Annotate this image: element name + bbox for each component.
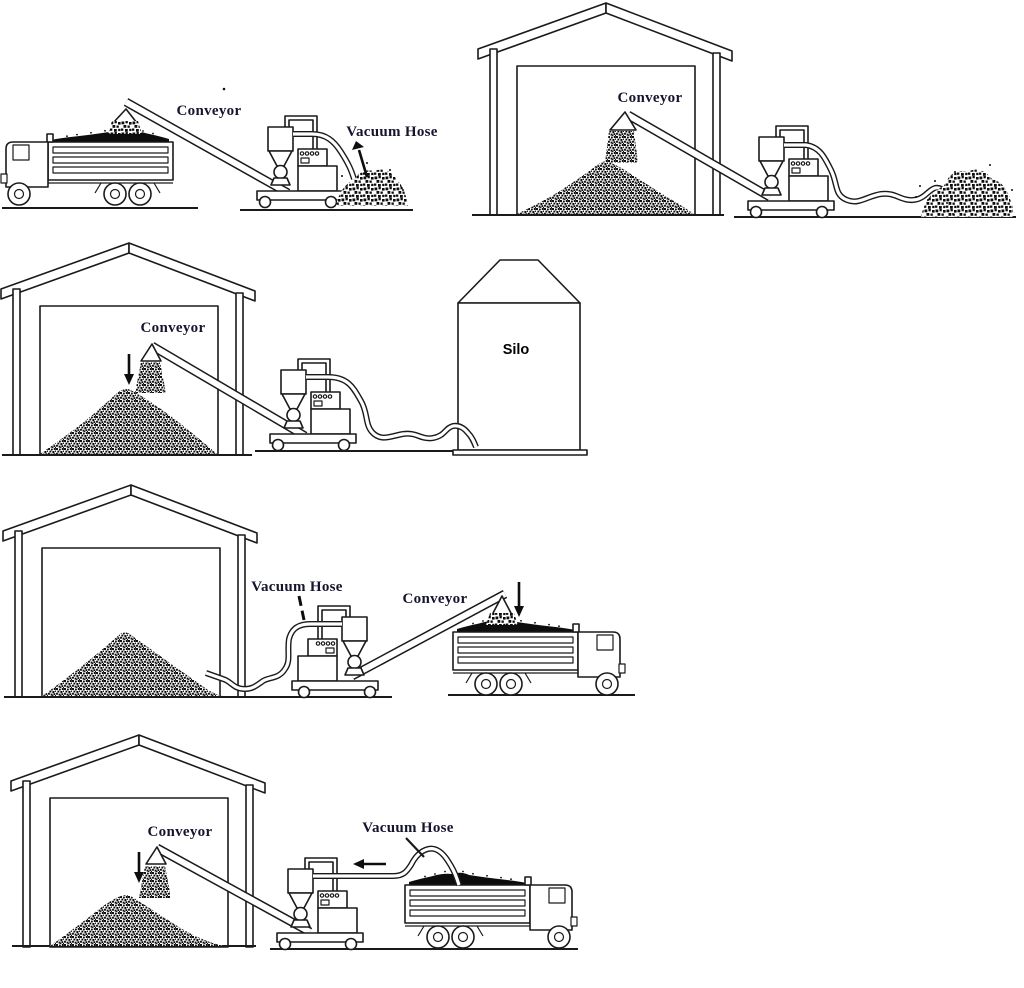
vacuum-hose-label: Vacuum Hose [362,820,454,836]
material-pile [921,169,1014,217]
silo-roof [457,259,581,304]
conveyor-discharge-chute [609,111,637,131]
conveyor-label: Conveyor [141,320,206,336]
vacuum-unit [276,857,364,951]
falling-material [605,131,638,163]
conveyor-label: Conveyor [148,824,213,840]
vacuum-unit [256,115,344,209]
conveyor-label: Conveyor [618,90,683,106]
flow-arrow [357,149,369,178]
falling-material [486,613,518,625]
falling-material [108,121,142,134]
silo-base [452,449,588,456]
stray-dot [222,87,226,91]
scene-2-barn-from-pile: Conveyor [472,2,1016,219]
down-arrow-head [124,374,134,385]
vacuum-hose-label: Vacuum Hose [251,579,343,595]
vacuum-unit [747,125,835,219]
down-arrow-head [134,872,144,883]
conveyor-label: Conveyor [403,591,468,607]
conveyor-discharge-chute [145,846,167,865]
debris-dots [341,162,404,191]
material-pile [40,388,217,454]
material-pile [50,895,228,946]
scene-5-truck-to-barn: Conveyor Vacuum Hose [10,734,578,951]
conveyor-discharge-chute [140,343,162,362]
material-pile [42,632,222,696]
down-arrow-head [514,606,524,617]
silo [457,302,581,451]
dump-truck [0,125,174,206]
falling-material [139,866,171,898]
dump-truck [452,615,626,696]
scene-1-truck-to-pile: Conveyor Vacuum Hose [0,87,438,211]
leader-line [297,595,306,621]
leader-line [405,837,425,858]
scene-3-barn-to-silo: Silo Conveyor [0,242,588,456]
material-pile [336,169,408,206]
silo-label: Silo [503,342,530,358]
falling-material [135,362,166,393]
vacuum-unit [269,358,357,452]
material-pile [517,161,694,214]
debris-dots [915,164,1013,215]
flow-arrow-head [352,141,364,150]
left-arrow-head [353,859,364,869]
conveyor-label: Conveyor [177,103,242,119]
vacuum-hose-label: Vacuum Hose [346,124,438,140]
dump-truck [404,868,578,949]
scene-4-barn-to-truck: Vacuum Hose Conveyor [2,484,635,699]
